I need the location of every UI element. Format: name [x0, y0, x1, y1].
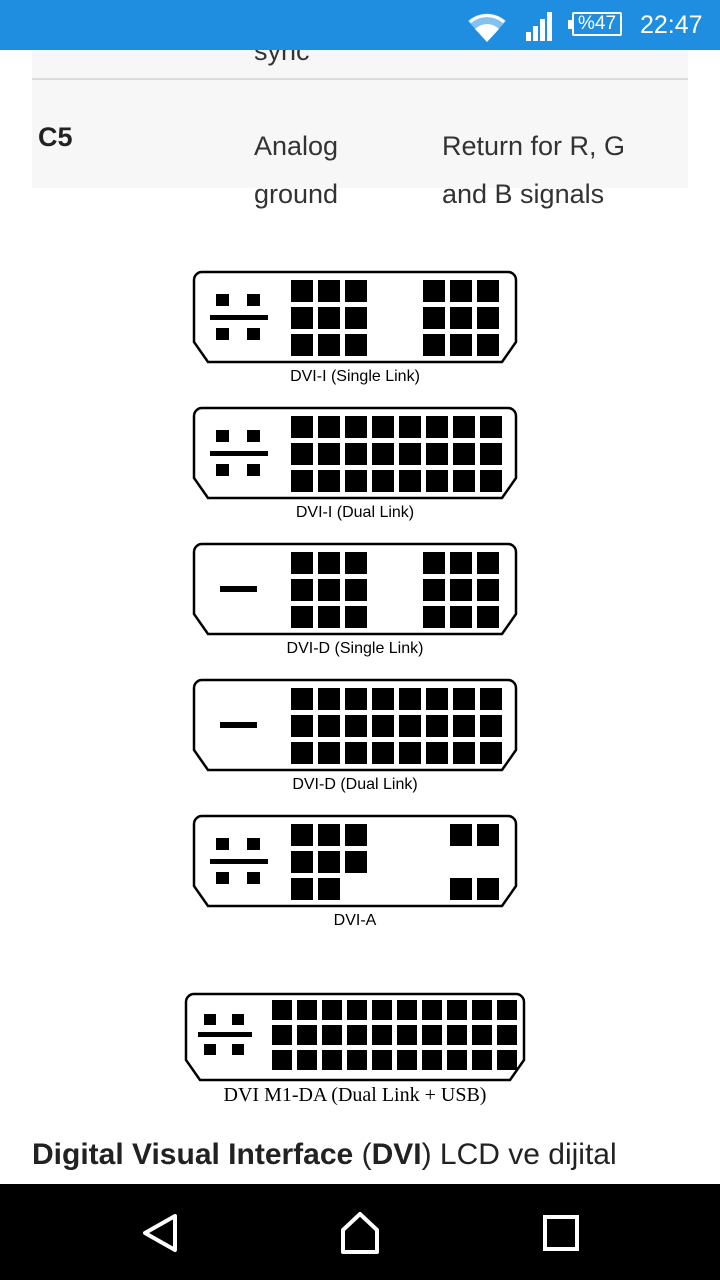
- dvi-d-dual-link-connector: [192, 678, 518, 772]
- bold-abbreviation: DVI: [371, 1138, 422, 1171]
- table-row: C5 Analog ground Return for R, G and B s…: [32, 80, 688, 209]
- table-row: sync: [32, 50, 688, 80]
- connector-caption: DVI M1-DA (Dual Link + USB): [223, 1084, 487, 1106]
- dvi-a-connector: [192, 814, 518, 908]
- recents-icon[interactable]: [536, 1208, 586, 1258]
- battery-icon: %47: [568, 12, 622, 36]
- signal-cell: Analog ground: [254, 131, 339, 209]
- dvi-connector-diagram: DVI-I (Single Link) DVI-I (Dual Link) DV…: [180, 262, 530, 1122]
- connector-caption: DVI-I (Single Link): [290, 368, 420, 385]
- home-icon[interactable]: [335, 1208, 385, 1258]
- pin-cell: C5: [38, 122, 73, 152]
- dvi-d-single-link-connector: [192, 542, 518, 636]
- connector-caption: DVI-I (Dual Link): [295, 504, 415, 521]
- back-icon[interactable]: [135, 1208, 185, 1258]
- text-fragment: ) LCD ve dijital: [421, 1138, 617, 1171]
- description-cell: Return for R, G and B signals: [442, 131, 626, 209]
- dvi-i-dual-link-connector: [192, 406, 518, 500]
- table-cell: sync: [254, 50, 310, 66]
- connector-caption: DVI-D (Single Link): [286, 640, 424, 657]
- article-paragraph: Digital Visual Interface (DVI) LCD ve di…: [32, 1138, 617, 1172]
- clock: 22:47: [640, 11, 703, 39]
- connector-caption: DVI-A: [333, 912, 377, 929]
- dvi-i-single-link-connector: [192, 270, 518, 364]
- cell-signal-icon: [526, 12, 552, 41]
- dvi-m1-da-connector: [184, 992, 526, 1082]
- connector-caption: DVI-D (Dual Link): [292, 776, 418, 793]
- navigation-bar: [0, 1184, 720, 1280]
- pinout-table: sync C5 Analog ground Return for R, G an…: [32, 50, 688, 209]
- text-fragment: (: [353, 1138, 372, 1171]
- battery-level: %47: [577, 13, 617, 34]
- bold-term: Digital Visual Interface: [32, 1138, 354, 1171]
- status-bar: %47 22:47: [0, 0, 720, 50]
- wifi-icon: [468, 13, 506, 42]
